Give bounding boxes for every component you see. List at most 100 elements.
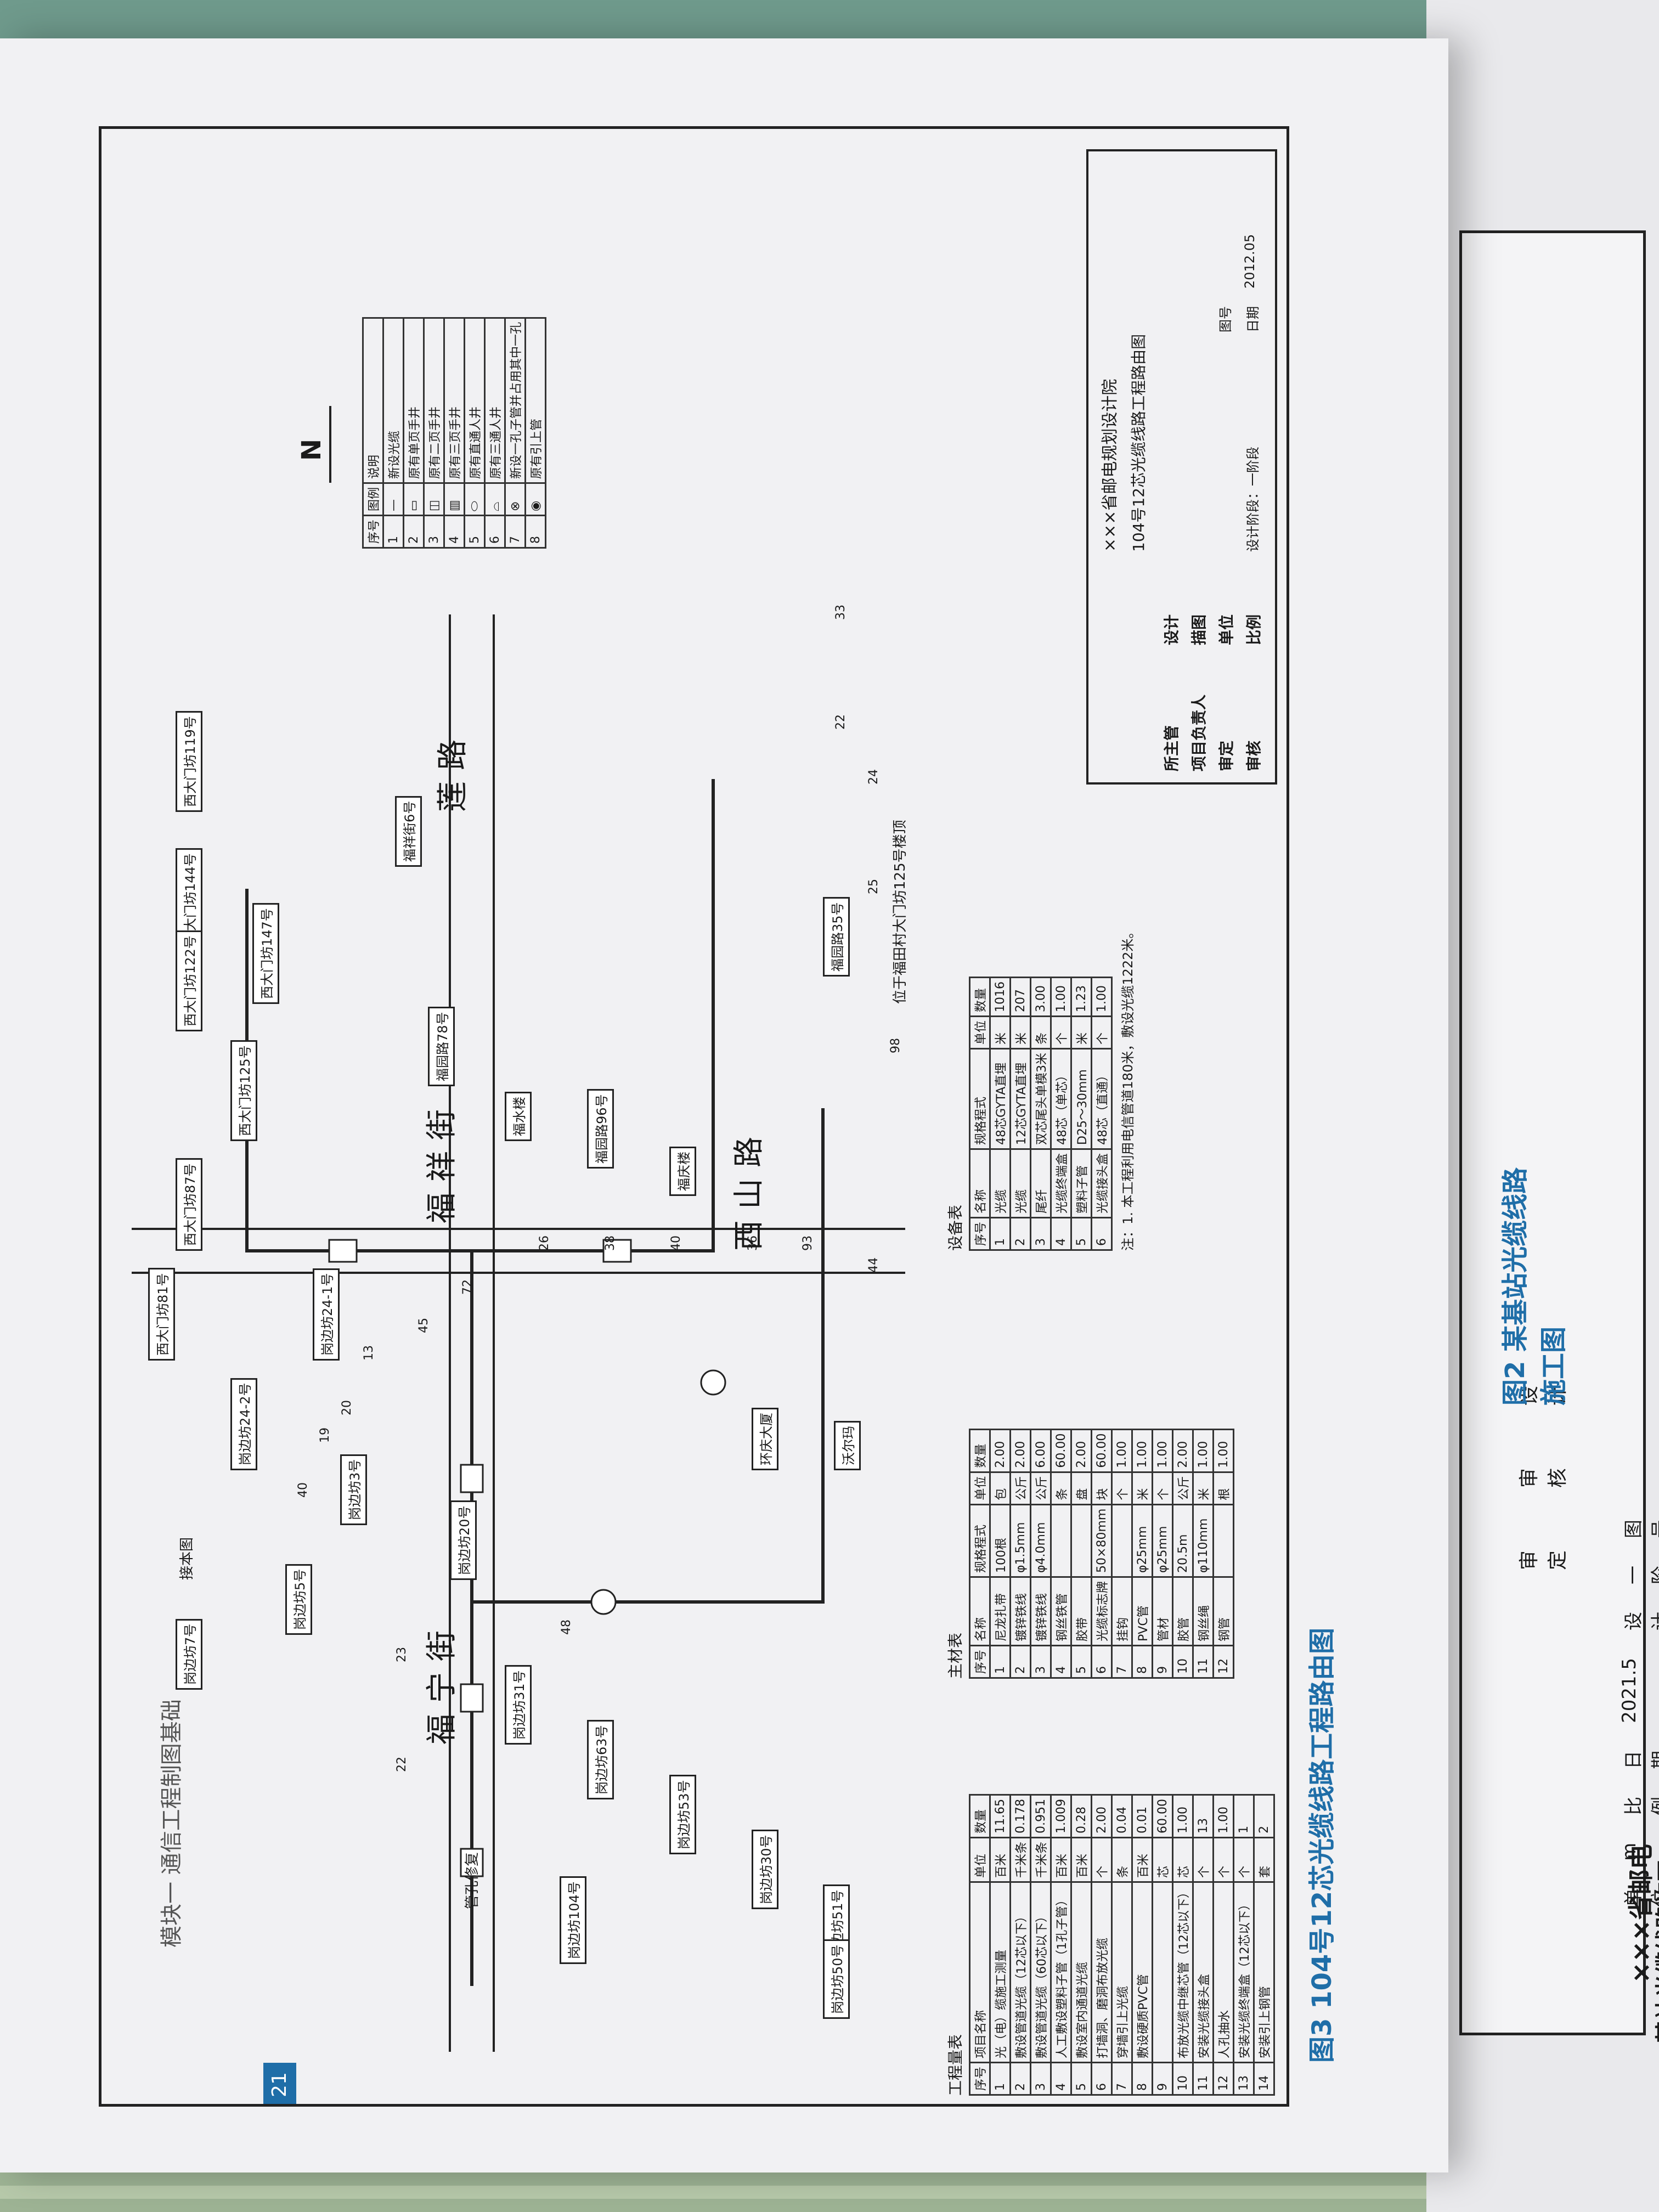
cell: 6 <box>1091 1217 1112 1250</box>
date-value: 2012.05 <box>1242 234 1257 289</box>
table-header: 名称 <box>969 1149 990 1218</box>
road-name: 莲路 <box>435 729 471 812</box>
cell: 1016 <box>990 977 1011 1017</box>
material-table-title: 主材表 <box>946 1632 964 1679</box>
double-hole-icon: ◫ <box>424 483 444 516</box>
cell: 0.178 <box>1010 1795 1031 1838</box>
manhole <box>590 1589 617 1615</box>
cell: 12 <box>1213 2062 1234 2095</box>
cell: φ25mm <box>1152 1504 1173 1577</box>
cell: 1 <box>990 2062 1011 2095</box>
table-header: 规格程式 <box>969 1504 990 1577</box>
site-label: 西大门坊87号 <box>176 1158 202 1251</box>
dot-circle-icon: ◉ <box>525 483 546 516</box>
cell: 0.951 <box>1030 1795 1051 1838</box>
distance-label: 19 <box>318 1427 332 1443</box>
cell: φ110mm <box>1193 1504 1214 1577</box>
legend-no: 3 <box>424 515 444 548</box>
cell: 2.00 <box>1172 1429 1193 1472</box>
building-label: 福园路35号 <box>823 897 850 977</box>
cell: 条 <box>1030 1016 1051 1049</box>
distance-label: 13 <box>362 1345 376 1361</box>
table-header: 序号 <box>969 1217 990 1250</box>
title-block-org: ×××省邮电规划设计院 <box>1101 379 1120 552</box>
table-header: 数量 <box>969 977 990 1017</box>
cell: 1.00 <box>1091 977 1112 1017</box>
cell: 安装光缆接头盒 <box>1193 1882 1214 2063</box>
cell: D25～30mm <box>1071 1048 1092 1149</box>
distance-label: 22 <box>395 1757 409 1772</box>
cell: 13 <box>1233 2062 1254 2095</box>
cell: 7 <box>1111 1645 1132 1678</box>
cell <box>1071 1504 1092 1577</box>
cell: 尾纤 <box>1030 1149 1051 1218</box>
handhole <box>460 1848 484 1877</box>
cell: 管材 <box>1152 1577 1173 1646</box>
cell: 1.00 <box>1132 1429 1153 1472</box>
legend-no: 7 <box>505 515 526 548</box>
cable-route <box>472 779 715 1252</box>
legend-no: 8 <box>525 515 546 548</box>
right-page: ×××省邮电规划设计院 基站光缆线路施工图 审定 审核 设计 单位 m 比例 日… <box>1426 0 1659 2212</box>
cable-route <box>472 1108 825 1604</box>
cell: 5 <box>1071 1217 1092 1250</box>
cell: 米 <box>1010 1016 1031 1049</box>
cell: 1.00 <box>1152 1429 1173 1472</box>
distance-label: 22 <box>834 714 848 730</box>
site-label: 岗边坊31号 <box>505 1665 532 1745</box>
cell: 光缆终端盒 <box>1051 1149 1071 1218</box>
legend-desc: 新设光缆 <box>383 318 404 483</box>
cell: 敷设室内通道光缆 <box>1071 1882 1092 2063</box>
cell: 打墙洞、磨洞布放光缆 <box>1091 1882 1112 2063</box>
straight-manhole-icon: ⬭ <box>464 483 485 516</box>
site-label: 岗边坊20号 <box>450 1500 477 1580</box>
cell: 挂钩 <box>1111 1577 1132 1646</box>
cell: 米 <box>990 1016 1011 1049</box>
cell: 14 <box>1254 2062 1274 2095</box>
legend-no: 2 <box>403 515 424 548</box>
cell: 个 <box>1091 1837 1112 1882</box>
cell: 盘 <box>1071 1472 1092 1505</box>
cell: 个 <box>1111 1472 1132 1505</box>
table-header: 规格程式 <box>969 1048 990 1149</box>
single-hole-icon: ▭ <box>403 483 424 516</box>
table-header: 单位 <box>969 1837 990 1882</box>
cell: 百米 <box>1071 1837 1092 1882</box>
cell: 0.04 <box>1111 1795 1132 1838</box>
table-header: 单位 <box>969 1016 990 1049</box>
cell: 胶管 <box>1172 1577 1193 1646</box>
figure2-caption: 图2 某基站光缆线路施工图 <box>1500 1167 1569 1406</box>
cell: 2.00 <box>990 1429 1011 1472</box>
cell: 光缆 <box>990 1149 1011 1218</box>
distance-label: 33 <box>834 605 848 620</box>
title-role: 审核 <box>1245 740 1263 771</box>
cell: φ25mm <box>1132 1504 1153 1577</box>
table-header: 数量 <box>969 1795 990 1838</box>
north-label: N <box>296 438 327 461</box>
title-block: ×××省邮电规划设计院 104号12芯光缆线路工程路由图 所主管 项目负责人 审… <box>1086 149 1277 785</box>
site-label: 西大门坊119号 <box>176 711 202 812</box>
site-label: 岗边坊50号 <box>823 1939 850 2019</box>
cell: 1.009 <box>1051 1795 1071 1838</box>
site-label: 岗边坊3号 <box>340 1454 367 1525</box>
handhole <box>460 1464 484 1493</box>
cell: 11 <box>1193 2062 1214 2095</box>
title-block-name: 104号12芯光缆线路工程路由图 <box>1130 334 1148 552</box>
legend-desc: 新设一孔子管并占用其中一孔 <box>505 318 526 483</box>
note-label: 管孔修复 <box>464 1852 481 1909</box>
figure2-field-label: 比例 <box>1623 1796 1659 1815</box>
cell: 芯 <box>1172 1837 1193 1882</box>
site-label: 岗边坊30号 <box>752 1830 778 1909</box>
legend-no: 6 <box>484 515 505 548</box>
legend-desc: 原有三页手井 <box>444 318 465 483</box>
cell: 个 <box>1051 1016 1071 1049</box>
title-field: 描图 <box>1190 614 1208 645</box>
legend-no: 4 <box>444 515 465 548</box>
cell <box>1051 1504 1071 1577</box>
cell: 3 <box>1030 2062 1051 2095</box>
distance-label: 98 <box>889 1038 902 1053</box>
cell: 3 <box>1030 1217 1051 1250</box>
cell: φ4.0mm <box>1030 1504 1051 1577</box>
drawing-no-label: 图号 <box>1218 306 1233 332</box>
